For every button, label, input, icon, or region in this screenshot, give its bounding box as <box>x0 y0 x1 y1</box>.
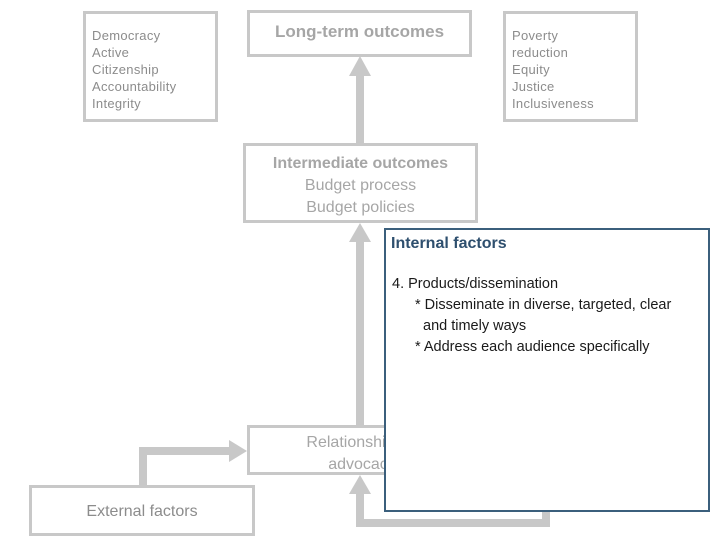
internal-factors-popup: Internal factors 4. Products/disseminati… <box>384 228 710 512</box>
value-item: Democracy <box>92 28 161 43</box>
loop-shaft <box>356 492 364 527</box>
factor-heading: 4. Products/dissemination <box>392 276 559 292</box>
value-item: Citizenship <box>92 62 159 77</box>
intermediate-outcomes-box: Intermediate outcomes Budget process Bud… <box>243 143 478 223</box>
value-item: Justice <box>512 79 555 94</box>
intermediate-outcomes-heading: Intermediate outcomes <box>272 155 449 172</box>
arrow-head-to-relationships-bottom <box>349 475 371 494</box>
value-item: Active <box>92 45 130 60</box>
long-term-outcomes-box: Long-term outcomes <box>247 10 472 57</box>
arrow-head-to-intermediate <box>349 223 371 242</box>
relationships-label-line: advocacy <box>328 456 396 473</box>
value-item: Inclusiveness <box>512 96 594 111</box>
value-item: Integrity <box>92 96 141 111</box>
internal-factors-body: 4. Products/dissemination * Disseminate … <box>392 274 671 358</box>
value-item: Equity <box>512 62 550 77</box>
factor-point: * Address each audience specifically <box>415 339 650 355</box>
value-item: Poverty <box>512 28 559 43</box>
arrow-head-to-long-term <box>349 56 371 76</box>
intermediate-item: Budget process <box>304 177 417 194</box>
intermediate-item: Budget policies <box>306 199 415 216</box>
elbow-horizontal-external <box>139 447 231 455</box>
external-factors-box: External factors <box>29 485 255 536</box>
arrow-shaft-to-long-term <box>356 74 364 144</box>
factor-point-continuation: and timely ways <box>423 318 527 334</box>
elbow-vertical-external <box>139 447 147 486</box>
internal-factors-title: Internal factors <box>391 235 507 252</box>
loop-right <box>542 505 550 527</box>
value-item: reduction <box>512 45 569 60</box>
external-factors-label: External factors <box>86 503 198 520</box>
long-term-outcomes-label: Long-term outcomes <box>274 22 445 41</box>
arrow-shaft-to-intermediate <box>356 240 364 426</box>
values-box-right: Poverty reduction Equity Justice Inclusi… <box>503 11 638 122</box>
arrow-head-to-relationships <box>229 440 247 462</box>
loop-bottom <box>356 519 550 527</box>
value-item: Accountability <box>92 79 177 94</box>
values-box-left: Democracy Active Citizenship Accountabil… <box>83 11 218 122</box>
factor-point: * Disseminate in diverse, targeted, clea… <box>415 297 672 313</box>
